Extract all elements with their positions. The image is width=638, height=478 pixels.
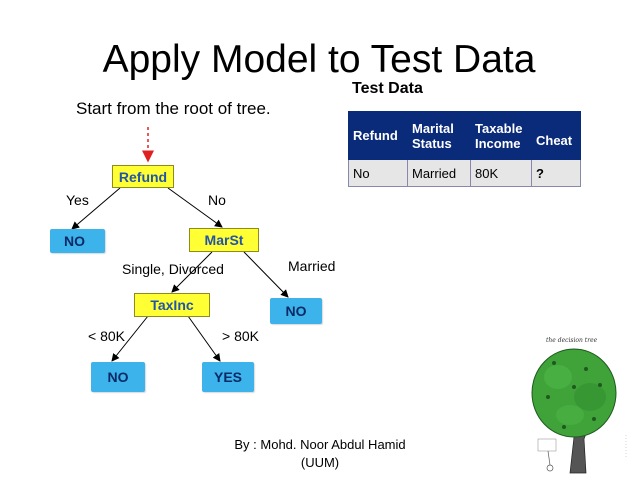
col-header-cheat: Cheat [531,111,581,160]
label-greater-80k: > 80K [222,328,259,344]
col-header-refund: Refund [348,111,408,160]
decision-tree-cartoon: the decision tree [524,327,632,475]
cell-cheat: ? [531,159,581,187]
edge-refund-no-leaf [71,187,121,230]
cartoon-caption: the decision tree [546,337,598,344]
table-header-row: Refund Marital Status Taxable Income Che… [348,111,581,160]
edge-taxinc-yes-leaf [187,315,221,362]
test-data-heading: Test Data [352,80,423,97]
credit-line-1: By : Mohd. Noor Abdul Hamid [234,437,406,452]
test-data-table: Refund Marital Status Taxable Income Che… [348,111,581,187]
node-marst: MarSt [189,228,259,252]
cell-marital-status: Married [407,159,471,187]
cell-taxable-income: 80K [470,159,532,187]
leaf-yes: YES [202,362,254,392]
edge-marst-taxinc [171,251,213,293]
edge-refund-marst [167,187,223,228]
col-header-marital-status: Marital Status [407,111,471,160]
col-header-taxable-income: Taxable Income [470,111,532,160]
label-married: Married [288,258,336,274]
edge-taxinc-no-leaf [111,315,149,362]
credit: By : Mohd. Noor Abdul Hamid (UUM) [210,436,430,472]
node-refund: Refund [112,165,174,188]
label-refund-no: No [208,192,226,208]
col-header-refund-text: Refund [353,128,398,143]
label-single-divorced: Single, Divorced [122,261,224,277]
label-less-80k: < 80K [88,328,125,344]
leaf-no-3: NO [91,362,145,392]
leaf-no-1: NO [50,229,105,253]
table-row: No Married 80K ? [348,159,581,187]
node-taxinc: TaxInc [134,293,210,317]
edge-marst-no-leaf [243,251,289,298]
label-refund-yes: Yes [66,192,89,208]
subtitle: Start from the root of tree. [76,99,271,118]
leaf-no-2: NO [270,298,322,324]
cell-refund: No [348,159,408,187]
slide-title: Apply Model to Test Data [102,38,536,81]
cartoon-tree-drawing: the decision tree [531,337,627,474]
credit-line-2: (UUM) [300,455,340,470]
